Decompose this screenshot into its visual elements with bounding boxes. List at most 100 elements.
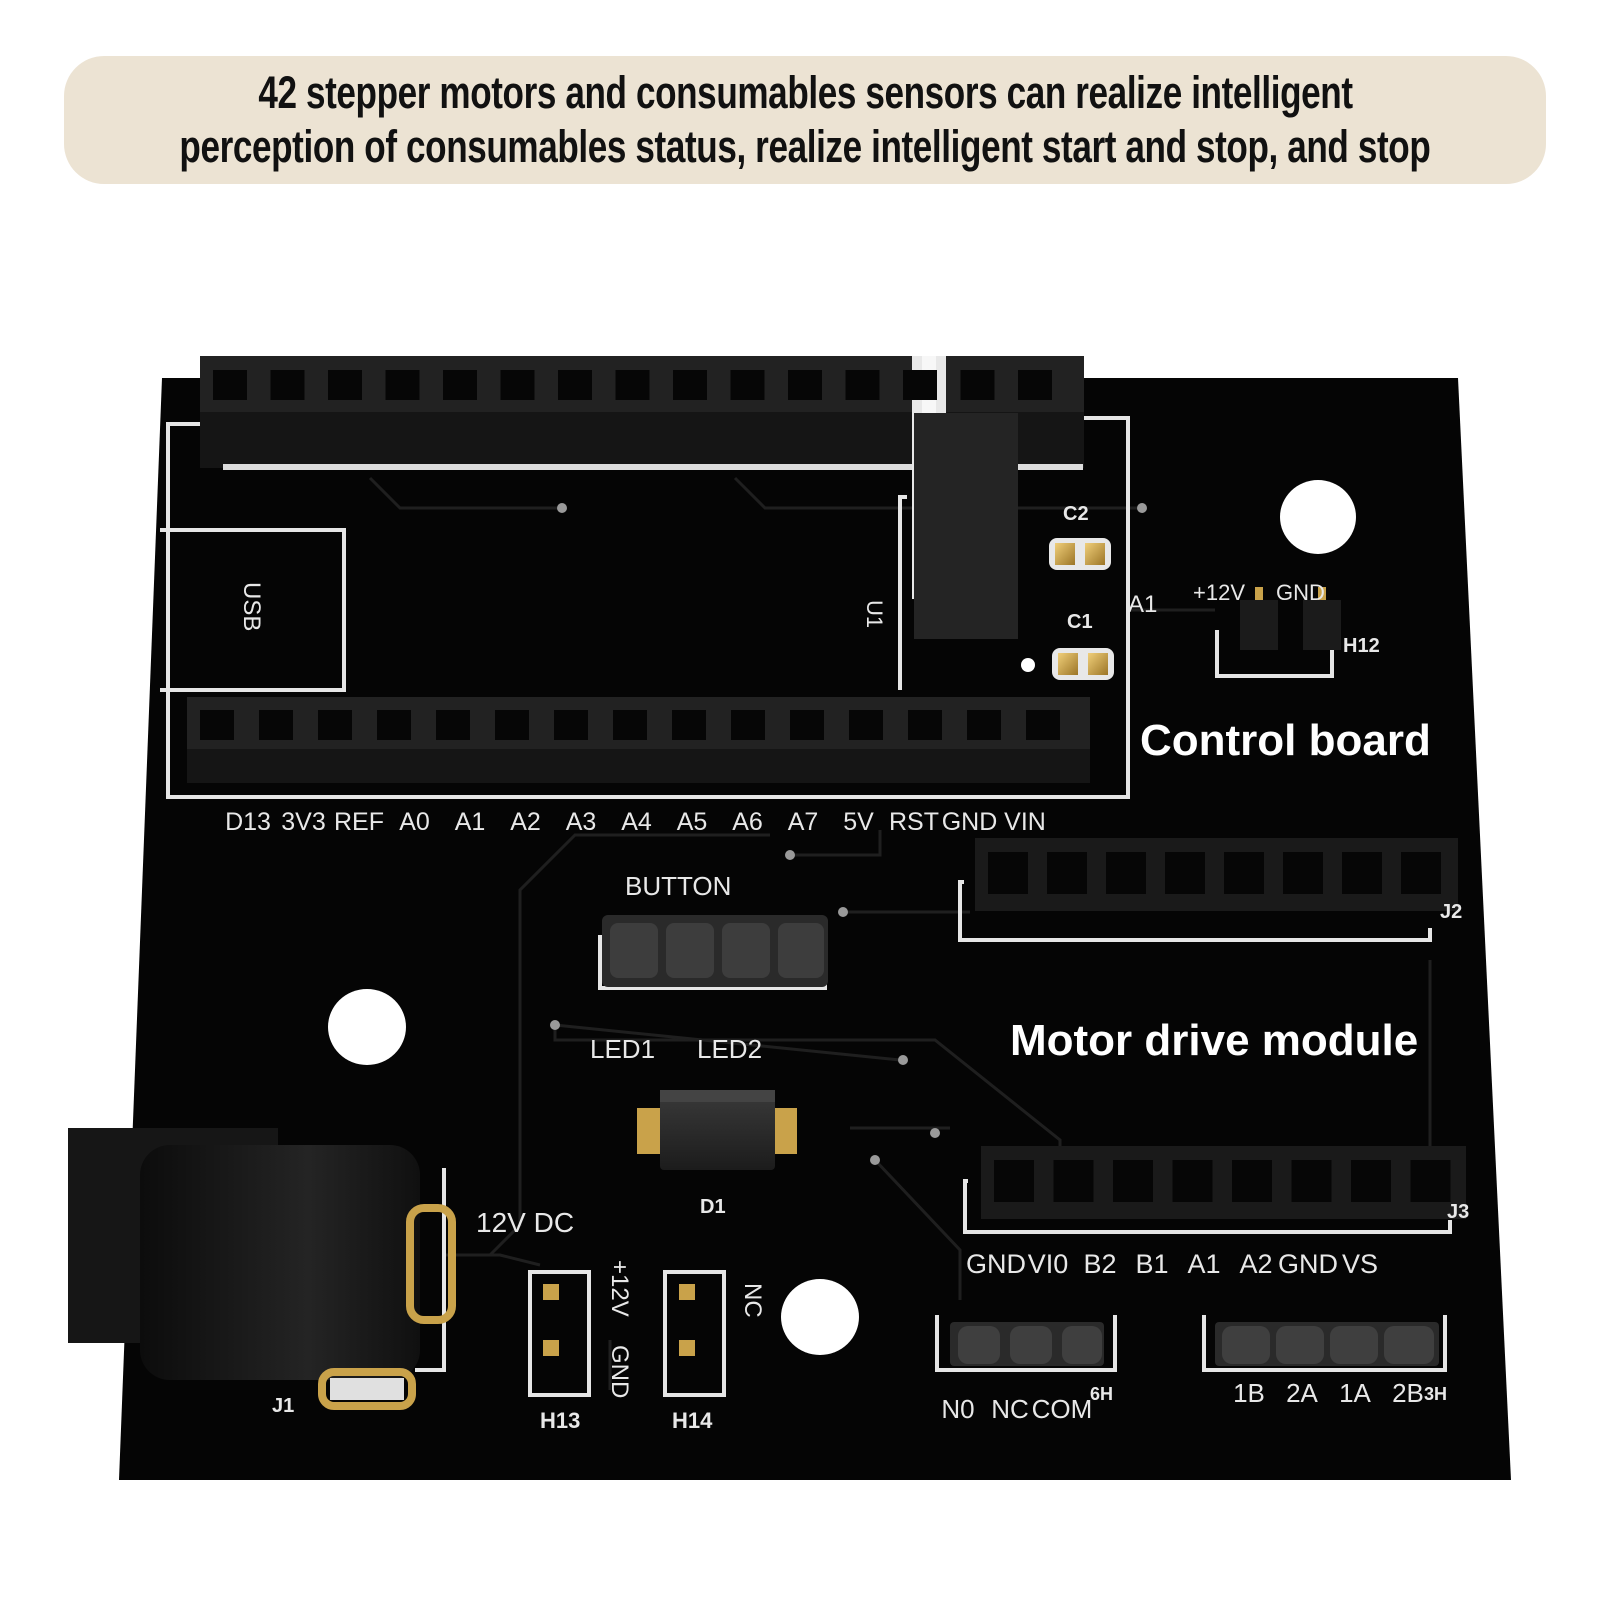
j3-hole-7 [1351, 1160, 1391, 1202]
h13-label-12v: +12V [606, 1260, 633, 1317]
motor-pin-label-4: B1 [1135, 1249, 1168, 1279]
j3-hole-1 [994, 1160, 1034, 1202]
j2-hole-1 [988, 852, 1028, 894]
top-pin-label-8: A4 [621, 808, 652, 836]
top-header-hole-14 [960, 370, 995, 400]
top-pin-label-3: REF [334, 808, 384, 836]
bottom-header-holes [200, 710, 1060, 740]
pcb-vias [550, 503, 1147, 1165]
j2-header-holes [988, 852, 1441, 894]
top-header-hole-3 [328, 370, 362, 400]
top-pin-label-7: A3 [566, 808, 597, 836]
top-pin-label-11: A7 [788, 808, 819, 836]
relay-header-label: 6H [1090, 1384, 1113, 1404]
c2-label: C2 [1063, 503, 1089, 525]
bottom-header-hole-8 [613, 710, 647, 740]
j3-hole-4 [1172, 1160, 1213, 1202]
top-header-hole-5 [443, 370, 477, 400]
pcb-traces [368, 476, 1432, 1390]
j2-hole-8 [1401, 852, 1441, 894]
diode-d1 [637, 1090, 797, 1170]
pin1-marker-dot [1021, 658, 1035, 672]
mounting-hole-bottom [781, 1279, 859, 1355]
top-header-hole-11 [788, 370, 822, 400]
motor-pin-label-1: GND [966, 1249, 1026, 1279]
top-pin-label-13: RST [889, 808, 939, 836]
motor-out-pin-label-3: 1A [1339, 1378, 1371, 1408]
top-pin-label-4: A0 [399, 808, 430, 836]
silkscreen-outlines [160, 416, 1452, 1397]
top-header-hole-2 [270, 370, 305, 400]
section-motor-drive-module: Motor drive module [1010, 1016, 1418, 1065]
h12-pin2-label: GND [1276, 580, 1325, 605]
top-header-hole-15 [1018, 370, 1052, 400]
caption-line-2: perception of consumables status, realiz… [179, 121, 1431, 172]
led2-label: LED2 [697, 1034, 762, 1064]
c1-label: C1 [1067, 611, 1093, 633]
top-header-hole-1 [213, 370, 247, 400]
j3-hole-5 [1232, 1160, 1272, 1202]
h13-label: H13 [540, 1408, 580, 1433]
h14-nc-label: NC [739, 1283, 766, 1318]
j3-hole-3 [1113, 1160, 1153, 1202]
u1-label: U1 [862, 600, 887, 628]
bottom-header-hole-7 [554, 710, 588, 740]
bottom-header-hole-5 [436, 710, 470, 740]
j3-label: J3 [1447, 1201, 1469, 1223]
h12-pins [1240, 587, 1341, 650]
motor-pin-label-2: VI0 [1028, 1249, 1069, 1279]
caption-line-1: 42 stepper motors and consumables sensor… [257, 67, 1353, 118]
bottom-header-hole-2 [259, 710, 293, 740]
motor-pin-label-3: B2 [1083, 1249, 1116, 1279]
caption-banner: 42 stepper motors and consumables sensor… [64, 56, 1546, 184]
bottom-header-hole-14 [967, 710, 1001, 740]
h13-pads [543, 1284, 559, 1356]
a1-label: A1 [1128, 591, 1157, 618]
top-pin-label-12: 5V [843, 808, 874, 836]
top-header-hole-13 [903, 370, 937, 400]
relay-header-pins [958, 1326, 1102, 1364]
motor-out-header-3h [1215, 1322, 1439, 1366]
top-pin-label-14: GND [942, 808, 998, 836]
j2-label: J2 [1440, 901, 1462, 923]
top-header-hole-10 [730, 370, 765, 400]
j2-hole-5 [1224, 852, 1264, 894]
mounting-hole-left [328, 989, 406, 1065]
top-pin-label-5: A1 [455, 808, 486, 836]
bottom-header-hole-12 [849, 710, 883, 740]
button-header [602, 915, 828, 987]
j3-hole-2 [1053, 1160, 1094, 1202]
usb-label: USB [238, 582, 265, 631]
relay-pin-label-1: N0 [941, 1394, 974, 1424]
led1-label: LED1 [590, 1034, 655, 1064]
bottom-header-hole-1 [200, 710, 234, 740]
top-header-hole-6 [500, 370, 535, 400]
bottom-header-hole-9 [672, 710, 706, 740]
motor-pin-label-8: VS [1342, 1249, 1378, 1279]
j2-hole-3 [1106, 852, 1146, 894]
bottom-header-hole-10 [731, 710, 765, 740]
bottom-header-hole-11 [790, 710, 824, 740]
h14-label: H14 [672, 1408, 713, 1433]
top-header-holes [213, 370, 1052, 400]
d1-label: D1 [700, 1196, 726, 1218]
j1-label: J1 [272, 1395, 294, 1417]
j3-hole-8 [1410, 1160, 1451, 1202]
h14-pads [679, 1284, 695, 1356]
motor-out-pin-label-2: 2A [1286, 1378, 1318, 1408]
bottom-header-hole-4 [377, 710, 411, 740]
top-header-hole-8 [615, 370, 650, 400]
top-pin-label-2: 3V3 [281, 808, 325, 836]
j2-hole-4 [1165, 852, 1205, 894]
dc-jack-j1 [68, 1128, 456, 1410]
bottom-header-hole-15 [1026, 710, 1060, 740]
top-pin-label-1: D13 [225, 808, 271, 836]
capacitor-c1 [1052, 648, 1114, 680]
top-pin-label-6: A2 [510, 808, 541, 836]
h12-label: H12 [1343, 635, 1380, 657]
